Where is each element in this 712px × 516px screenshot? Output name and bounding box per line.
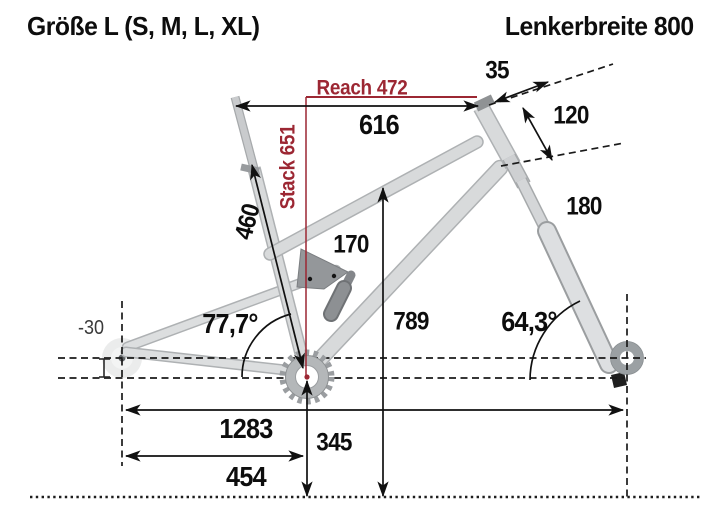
headtube-120-arrow: [522, 107, 553, 161]
head-angle-arc: [529, 300, 581, 381]
dimension-arrows: [124, 81, 625, 498]
seatpost-clamp: [240, 163, 260, 175]
seat-angle-label: 77,7°: [202, 308, 258, 339]
down-tube: [300, 159, 509, 380]
pivot-dot: [331, 273, 337, 279]
reach-label: Reach 472: [316, 76, 408, 100]
stack-label: Stack 651: [276, 124, 300, 210]
head-tube: [473, 94, 521, 170]
front-height-label: 789: [393, 307, 429, 336]
reach-stack-lines: [305, 96, 477, 377]
size-title: Größe L (S, M, L, XL): [27, 11, 260, 41]
headtube-label: 120: [553, 101, 589, 130]
toptube-label: 616: [359, 109, 400, 140]
shock-travel-label: 170: [333, 230, 369, 259]
wheelbase-label: 1283: [219, 413, 273, 444]
bb-height-label: 345: [316, 428, 352, 457]
seatpost: [230, 95, 261, 178]
pivot-dot: [307, 276, 313, 282]
stem-35-arrow: [493, 81, 550, 103]
head-angle-label: 64,3°: [501, 306, 557, 337]
rear-shock: [323, 270, 356, 322]
seat-angle-arc: [241, 313, 292, 378]
chainstay-label: 454: [226, 461, 267, 492]
seattube-460-arrow: [250, 163, 305, 370]
headtube-bottom-line: [500, 142, 625, 167]
bb-center-dot: [304, 374, 310, 380]
bb-drop-label: -30: [77, 317, 105, 339]
handlebar-width-label: Lenkerbreite 800: [505, 11, 694, 41]
headset-top-cap: [473, 94, 496, 112]
bb-drop-tick: [99, 358, 110, 378]
chainstay: [120, 346, 300, 377]
fork: [502, 153, 627, 388]
stem-label: 35: [485, 56, 509, 85]
bike-frame: [102, 94, 644, 388]
fork-travel-label: 180: [566, 192, 602, 221]
stem-axis-line: [488, 63, 614, 106]
fork-dropout: [611, 372, 627, 388]
